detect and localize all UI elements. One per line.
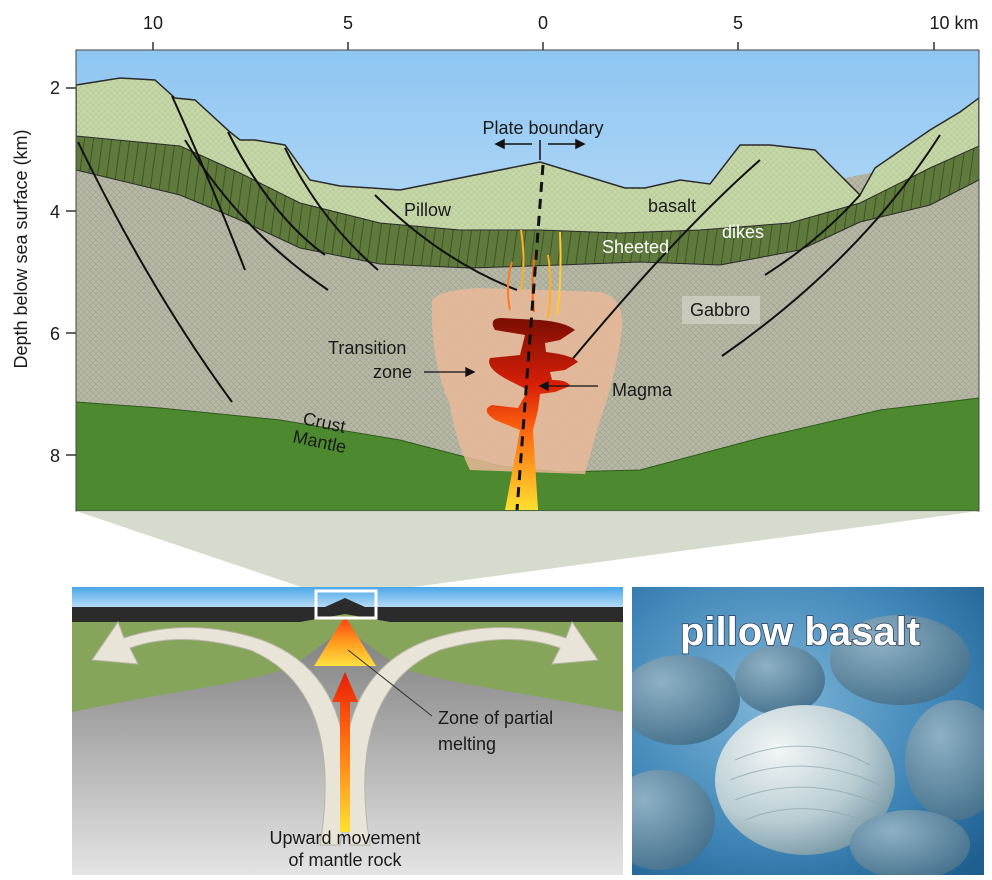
zoom-box [314,589,378,620]
top-tick-label: 10 [143,13,163,33]
left-tick-label: 8 [50,446,60,466]
upward-label-mantle: of mantle rock [288,850,402,870]
zone-label: Zone of partial [438,708,553,728]
rock [632,655,740,745]
gabbro-label: Gabbro [690,300,750,320]
left-axis-title: Depth below sea surface (km) [11,129,31,368]
overview-diagram [72,587,623,875]
fault-lines [77,95,941,403]
melting-zone [314,616,376,666]
plate-boundary-label: Plate boundary [482,118,603,138]
ocean [72,587,623,609]
sheeted-label: Sheeted [602,237,669,257]
pillow-rock [715,705,895,855]
spreading-arrows [494,138,586,160]
basalt-label: basalt [648,196,696,216]
rock [830,615,970,705]
dikes-label: dikes [722,222,764,242]
transition-label: Transition [328,338,406,358]
top-tick-label: 5 [343,13,353,33]
left-tick-label: 4 [50,202,60,222]
photo-title: pillow basalt [680,610,920,654]
zoom-connector [76,511,979,592]
upward-flow-arrow [332,672,358,832]
rock [735,645,825,715]
top-tick-label: 0 [538,13,548,33]
rock [632,770,715,870]
rock [905,700,984,820]
top-axis: 10 5 0 5 10 km [143,13,979,50]
magma-chamber [486,229,578,510]
transition-label-zone: zone [373,362,412,382]
pillow-label: Pillow [404,200,452,220]
magma-label: Magma [612,380,673,400]
plate-boundary-line [515,164,545,511]
cross-section [76,50,979,511]
gabbro-label-box [682,296,760,324]
left-axis: Depth below sea surface (km) 2 4 6 8 [11,78,76,466]
mantle-layer [76,397,979,511]
right-convection-arrow [343,620,599,846]
annotation-arrows [424,366,598,392]
left-tick-label: 2 [50,78,60,98]
zone-label-melting: melting [438,734,496,754]
upward-label: Upward movement [269,828,420,848]
pillow-basalt-photo [632,587,984,875]
rock [850,810,970,875]
left-tick-label: 6 [50,324,60,344]
zone-pointer-line [347,649,433,717]
top-tick-label: 5 [733,13,743,33]
left-convection-arrow [91,620,347,846]
top-tick-label: 10 km [929,13,978,33]
oceanic-crust [72,598,623,622]
